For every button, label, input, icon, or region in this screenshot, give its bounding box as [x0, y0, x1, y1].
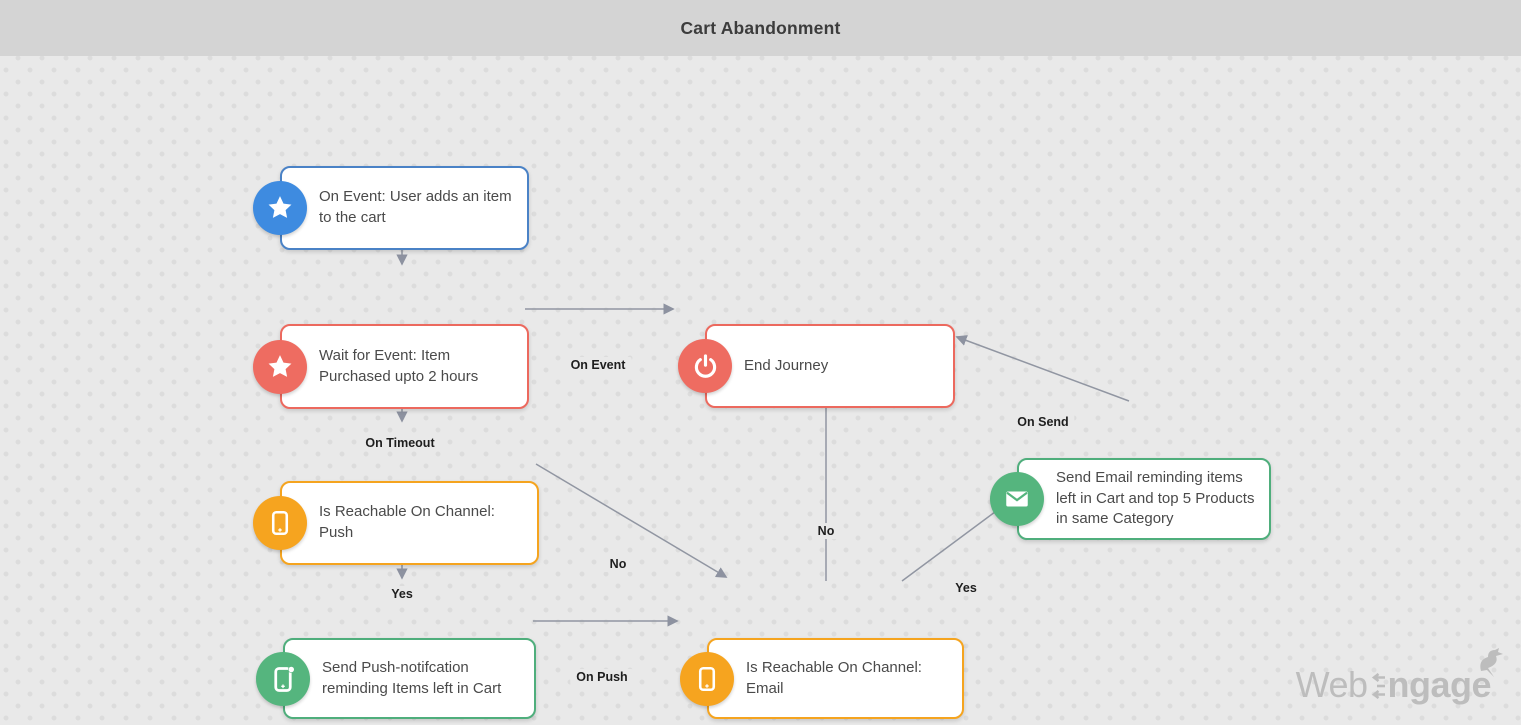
- node-on-event[interactable]: On Event: User adds an item to the cart: [253, 166, 529, 250]
- smartphone-icon: [253, 496, 307, 550]
- node-label: On Event: User adds an item to the cart: [319, 188, 512, 226]
- edge-reachablepush-to-reachableemail: [535, 463, 728, 578]
- edge-label-on-event: On Event: [564, 357, 632, 373]
- star-icon: [253, 339, 307, 394]
- node-label: Send Push-notifcation reminding Items le…: [322, 658, 502, 697]
- node-wait-for-event[interactable]: Wait for Event: Item Purchased upto 2 ho…: [253, 324, 529, 409]
- journey-canvas: On Event: User adds an item to the cart …: [0, 56, 1521, 725]
- node-send-email[interactable]: Send Email reminding items left in Cart …: [990, 458, 1271, 540]
- webengage-logo: Web ngage: [1295, 648, 1503, 705]
- edge-label-no-push: No: [603, 556, 633, 572]
- edge-label-on-timeout: On Timeout: [359, 435, 441, 451]
- envelope-icon: [990, 472, 1044, 526]
- node-reachable-push[interactable]: Is Reachable On Channel: Push: [253, 481, 539, 565]
- edge-label-yes-push: Yes: [385, 586, 419, 602]
- logo-text-ngage: ngage: [1387, 664, 1491, 705]
- node-label: Wait for Event: Item Purchased upto 2 ho…: [319, 346, 479, 385]
- node-label: Is Reachable On Channel: Email: [746, 658, 922, 697]
- push-notification-icon: [256, 651, 310, 706]
- node-send-push[interactable]: Send Push-notifcation reminding Items le…: [256, 638, 536, 719]
- edge-label-yes-email: Yes: [949, 580, 983, 596]
- smartphone-icon: [680, 651, 734, 706]
- logo-e-arrows-icon: [1372, 673, 1386, 699]
- edge-label-on-push: On Push: [570, 669, 634, 685]
- node-label: Is Reachable On Channel: Push: [319, 503, 495, 541]
- edge-connectors: [396, 190, 1130, 627]
- page-title: Cart Abandonment: [680, 17, 841, 38]
- node-reachable-email[interactable]: Is Reachable On Channel: Email: [680, 638, 964, 719]
- logo-bird-icon: [1480, 648, 1503, 677]
- node-label: End Journey: [744, 356, 829, 374]
- edge-label-on-send: On Send: [1011, 414, 1075, 430]
- edge-label-no-email: No: [811, 523, 841, 539]
- star-icon: [253, 181, 307, 235]
- power-icon: [678, 339, 732, 393]
- edge-sendemail-to-endjourney: [955, 335, 1130, 402]
- node-label: Send Email reminding items left in Cart …: [1056, 468, 1255, 528]
- header-bar: Cart Abandonment: [0, 0, 1521, 56]
- node-end-journey[interactable]: End Journey: [678, 324, 955, 408]
- logo-text-web: Web: [1295, 664, 1368, 705]
